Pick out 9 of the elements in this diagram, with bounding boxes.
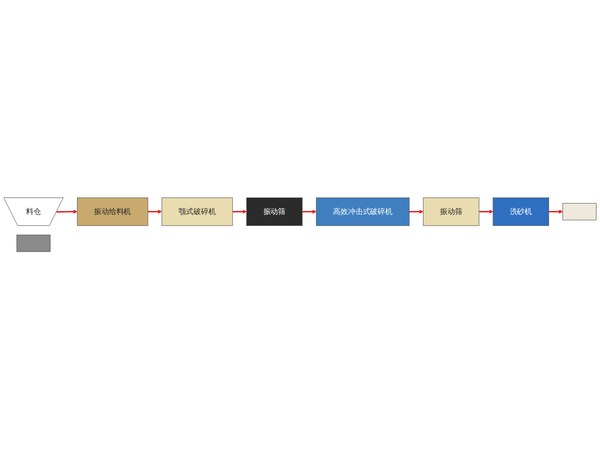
node-box	[16, 235, 50, 252]
arrow	[302, 210, 316, 214]
arrow	[548, 210, 563, 214]
arrow	[56, 210, 78, 214]
arrow	[409, 210, 424, 214]
arrow	[479, 210, 494, 214]
arrow	[148, 210, 162, 214]
node-box	[562, 203, 596, 221]
arrow	[232, 210, 247, 214]
